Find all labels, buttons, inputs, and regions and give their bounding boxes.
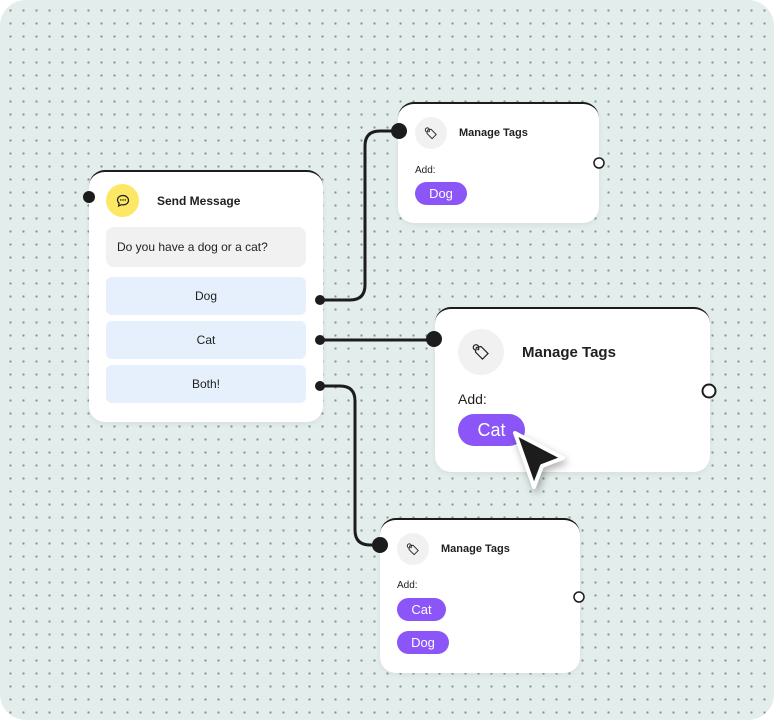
tag-chip[interactable]: Dog (397, 631, 449, 654)
add-label: Add: (458, 391, 487, 407)
tag-chip[interactable]: Cat (458, 414, 525, 446)
node-title: Send Message (157, 193, 241, 208)
add-label: Add: (397, 580, 418, 591)
choice-both[interactable]: Both! (106, 365, 306, 403)
tag-chip[interactable]: Dog (415, 182, 467, 205)
tag-icon: 🏷︎ (415, 117, 447, 149)
node-title: Manage Tags (522, 343, 616, 361)
choice-dog[interactable]: Dog (106, 277, 306, 315)
message-text: Do you have a dog or a cat? (106, 227, 306, 267)
edge-both (320, 384, 380, 547)
tag-icon: 🏷︎ (458, 329, 504, 375)
tag-icon: 🏷︎ (397, 533, 429, 565)
choice-cat[interactable]: Cat (106, 321, 306, 359)
manage-tags-node-both[interactable]: 🏷︎ Manage Tags Add: Cat Dog (380, 518, 580, 673)
add-label: Add: (415, 165, 436, 176)
edge-dog (320, 129, 399, 302)
send-message-node[interactable]: Send Message Do you have a dog or a cat?… (89, 170, 323, 422)
manage-tags-node-dog[interactable]: 🏷︎ Manage Tags Add: Dog (398, 102, 599, 223)
chat-bubble-icon (106, 184, 139, 217)
node-title: Manage Tags (441, 543, 510, 555)
manage-tags-node-cat[interactable]: 🏷︎ Manage Tags Add: Cat (435, 307, 710, 472)
tag-chip[interactable]: Cat (397, 598, 446, 621)
node-title: Manage Tags (459, 127, 528, 139)
